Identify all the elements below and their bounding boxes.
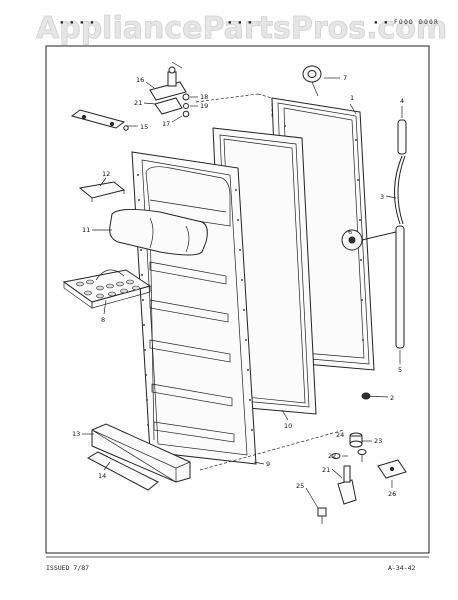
header-right-label: ▪ ▪ FOOD DOOR [374,19,439,26]
top-hinge-bar [70,109,129,131]
leader-lines [82,77,403,509]
callout-7: 7 [343,74,347,82]
alignment-line-hinge [195,93,259,103]
callout-labels: 1 2 3 4 5 6 7 8 9 10 11 12 13 14 15 16 1… [72,74,404,498]
header-left-codes: ▪ ▪ ▪ ▪ [60,19,95,26]
header-mid-codes: ▪ ▪ ▪ [228,19,253,26]
hinge-hardware [154,93,190,118]
washer [331,453,341,459]
callout-10: 10 [284,422,292,430]
callout-1: 1 [350,94,354,102]
callout-6: 6 [348,228,352,236]
callout-17: 17 [162,120,170,128]
lower-hinge [337,465,357,505]
footer-page-ref: A-34-42 [388,564,415,572]
callout-9: 9 [266,460,270,468]
callout-11: 11 [82,226,90,234]
callout-19: 19 [200,102,208,110]
callout-24: 24 [336,431,344,439]
callout-16: 16 [136,76,144,84]
egg-tray [62,269,152,309]
callout-3: 3 [380,193,384,201]
callout-26: 26 [388,490,396,498]
shelf-trim-rail [86,451,159,491]
alignment-line-top [257,93,273,118]
lower-hinge-screw [317,507,327,524]
callout-23: 23 [374,437,382,445]
lower-hinge-bushing [349,432,363,448]
bottom-door-shelf [91,423,191,483]
callout-22: 22 [328,452,336,460]
dairy-compartment-cover [109,208,208,256]
callout-4: 4 [400,97,404,105]
deflector [78,181,126,202]
diagram-frame [45,45,430,554]
upper-hinge [149,61,187,101]
lower-hinge-bracket [377,459,407,479]
callout-21-lower: 21 [322,466,330,474]
callout-21-upper: 21 [134,99,142,107]
door-inner-liner [131,151,257,465]
callout-25: 25 [296,482,304,490]
hinge-pin [357,449,367,462]
footer-issued: ISSUED 7/87 [46,564,89,572]
callout-5: 5 [398,366,402,374]
callout-15: 15 [140,123,148,131]
callout-12: 12 [102,170,110,178]
handle-cap [302,65,322,97]
door-handle [341,119,407,349]
callout-13: 13 [72,430,80,438]
callout-18: 18 [200,93,208,101]
callout-8: 8 [101,316,105,324]
callout-14: 14 [98,472,106,480]
watermark: AppliancePartsPros.com [36,11,447,46]
callout-2: 2 [390,394,394,402]
